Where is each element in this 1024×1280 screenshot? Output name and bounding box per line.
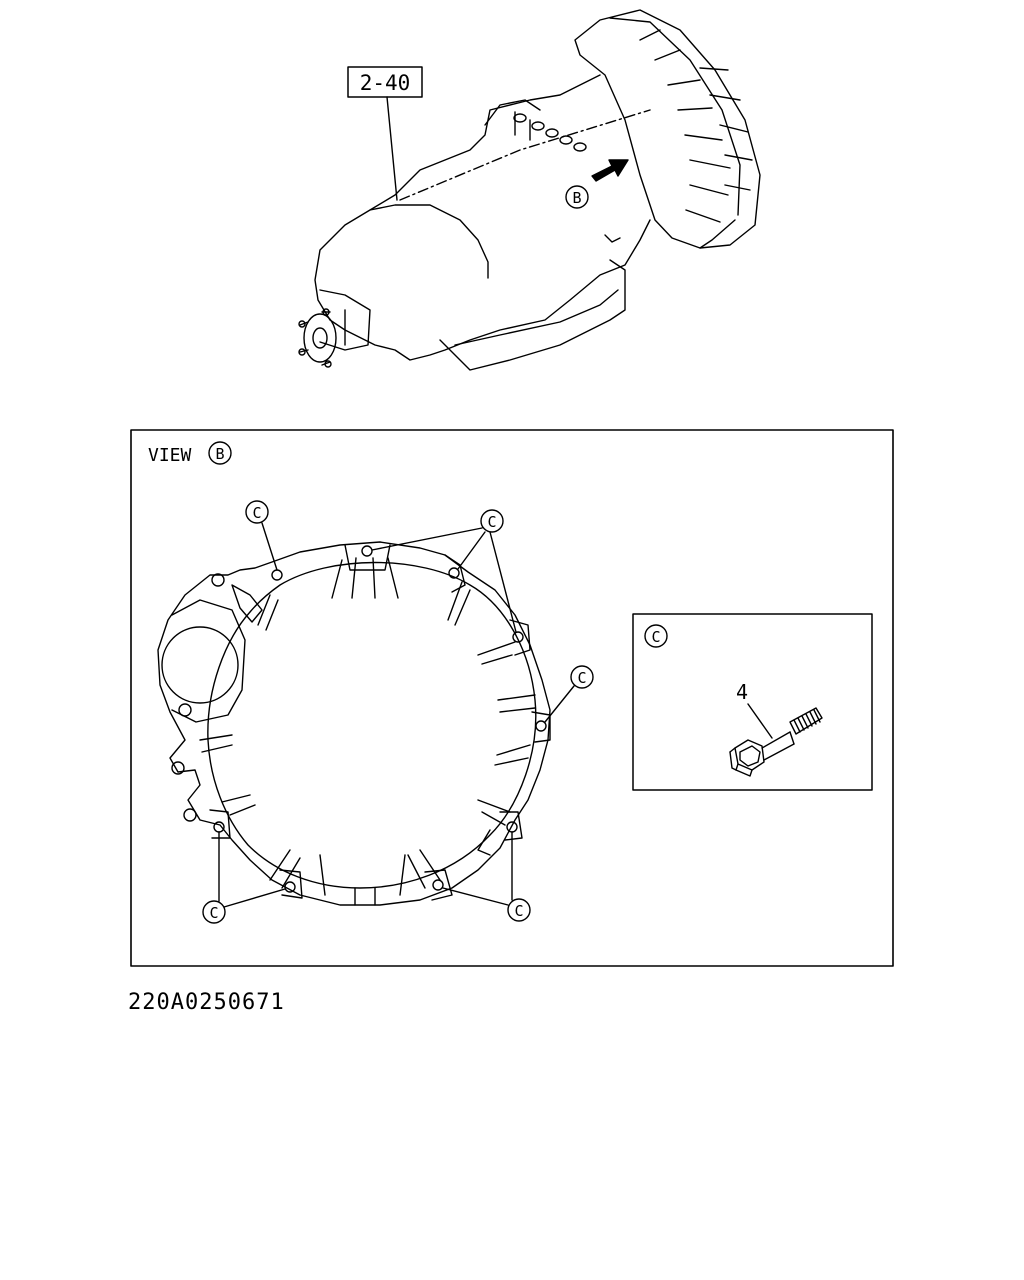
c-letter-5: C	[514, 902, 523, 920]
detail-c-panel	[632, 613, 873, 791]
detail-c-title: C	[644, 624, 668, 648]
drawing-number: 220A0250671	[128, 990, 285, 1015]
flange-bolt-icon	[729, 707, 823, 777]
detail-c-callouts: C C C C C	[202, 500, 594, 924]
transmission-assembly	[298, 9, 761, 371]
c-letter-1: C	[252, 504, 261, 522]
c-letter-3: C	[577, 669, 586, 687]
view-b-panel	[130, 429, 894, 967]
c-letter-4: C	[209, 904, 218, 922]
view-direction-arrow	[591, 159, 629, 182]
view-title-text: VIEW	[148, 445, 192, 466]
c-letter-2: C	[487, 513, 496, 531]
reference-number: 2-40	[360, 71, 411, 95]
bell-housing-front-view	[157, 541, 551, 906]
reference-callout: 2-40	[347, 66, 423, 201]
view-b-title: VIEW B	[148, 441, 232, 466]
view-b-marker: B	[565, 185, 589, 209]
view-b-letter: B	[572, 189, 581, 207]
part-leader-line	[747, 703, 773, 739]
view-title-letter: B	[215, 445, 224, 463]
detail-c-letter: C	[651, 628, 660, 646]
part-number-label: 4	[736, 680, 748, 704]
